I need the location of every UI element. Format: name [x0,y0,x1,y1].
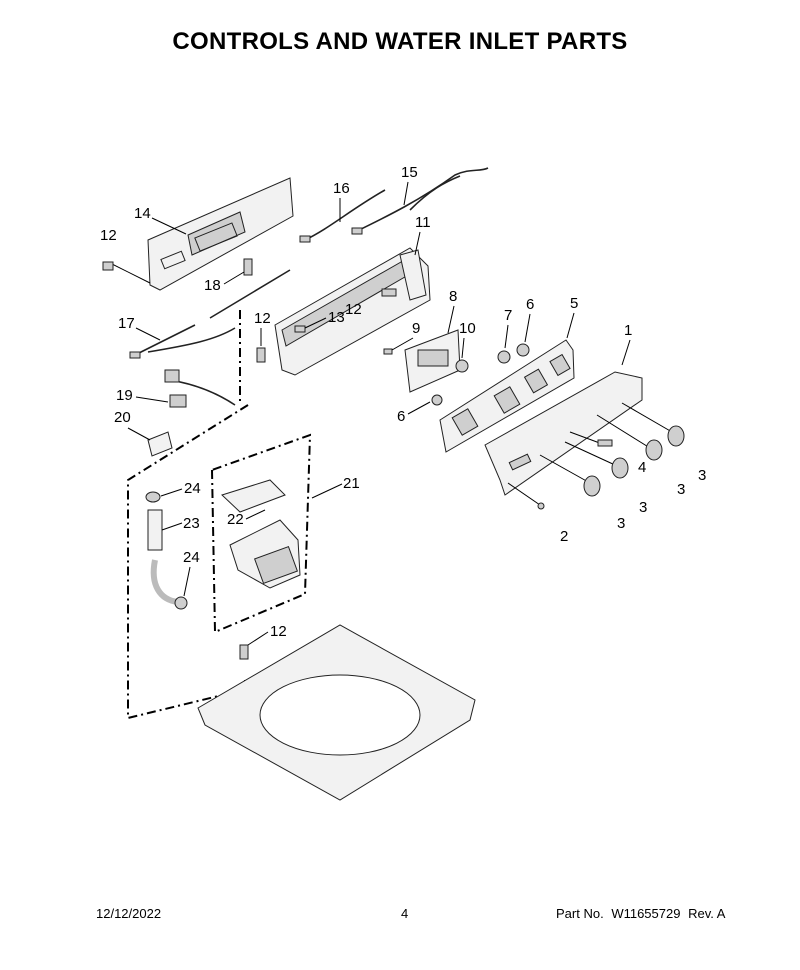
page-title: CONTROLS AND WATER INLET PARTS [172,28,628,55]
footer-date: 12/12/2022 [96,906,162,921]
part-5-console-frame [439,339,575,453]
callout-3c: 3 [677,481,685,498]
part-3-knobs [539,402,685,497]
part-10-knob [455,359,469,373]
callout-5: 5 [570,295,578,312]
part-16-harness [299,189,386,243]
part-15-harness [351,167,489,235]
callout-1: 1 [624,322,632,339]
part-21-valve-assembly [229,519,301,589]
part-24-washer-upper [145,491,161,503]
callout-12a: 12 [100,227,117,244]
callout-17: 17 [118,315,135,332]
callout-6a: 6 [526,296,534,313]
part-20-switch [147,431,173,457]
callout-15: 15 [401,164,418,181]
footer-page-number: 4 [401,906,409,921]
part-23-inlet-hose [147,509,179,605]
callout-3a: 3 [617,515,625,532]
footer-part-number: Part No. W11655729 Rev. A [556,906,729,921]
part-1-console-panel [484,371,643,496]
callout-20: 20 [114,409,131,426]
part-19-connector [164,369,236,408]
part-12-screw-left [256,347,266,363]
callout-24a: 24 [184,480,201,497]
part-13-clip [294,325,306,333]
callout-labels: 1 2 3 3 3 3 4 5 6 6 7 8 9 10 11 12 12 12… [100,164,706,646]
callout-13: 13 [328,309,345,326]
callout-14: 14 [134,205,151,222]
part-18-screw [243,258,253,276]
footer-part-value: W11655729 [611,906,681,921]
footer-part-label: Part No. [556,906,604,921]
part-4-lens [569,431,613,447]
part-9-screw [383,348,393,355]
callout-12c: 12 [254,310,271,327]
callout-11: 11 [415,214,431,231]
part-24-washer-lower [174,596,188,610]
part-17-harness [129,269,291,359]
callout-2: 2 [560,528,568,545]
callout-8: 8 [449,288,457,305]
callout-10: 10 [459,320,476,337]
part-14-rear-panel [147,177,294,291]
part-12-screw-bottom [239,644,249,660]
cabinet-top [197,624,476,801]
callout-21: 21 [343,475,360,492]
callout-12b: 12 [345,301,362,318]
part-6-switch-upper [516,343,530,357]
part-12-screw-upper-left [102,261,151,284]
part-12-screw-console [381,288,397,297]
callout-3b: 3 [639,499,647,516]
callout-24b: 24 [183,549,200,566]
part-6-switch-lower [431,394,443,406]
callout-23: 23 [183,515,200,532]
callout-18: 18 [204,277,221,294]
callout-6b: 6 [397,408,405,425]
callout-22: 22 [227,511,244,528]
callout-3d: 3 [698,467,706,484]
footer-revision: Rev. A [688,906,726,921]
part-2-screw [507,482,545,510]
callout-19: 19 [116,387,133,404]
callout-7: 7 [504,307,512,324]
part-8-control-board [404,329,461,393]
callout-16: 16 [333,180,350,197]
callout-12d: 12 [270,623,287,640]
part-22-valve-connector [221,479,286,513]
callout-9: 9 [412,320,420,337]
part-7-switch [497,350,511,364]
callout-4: 4 [638,459,646,476]
